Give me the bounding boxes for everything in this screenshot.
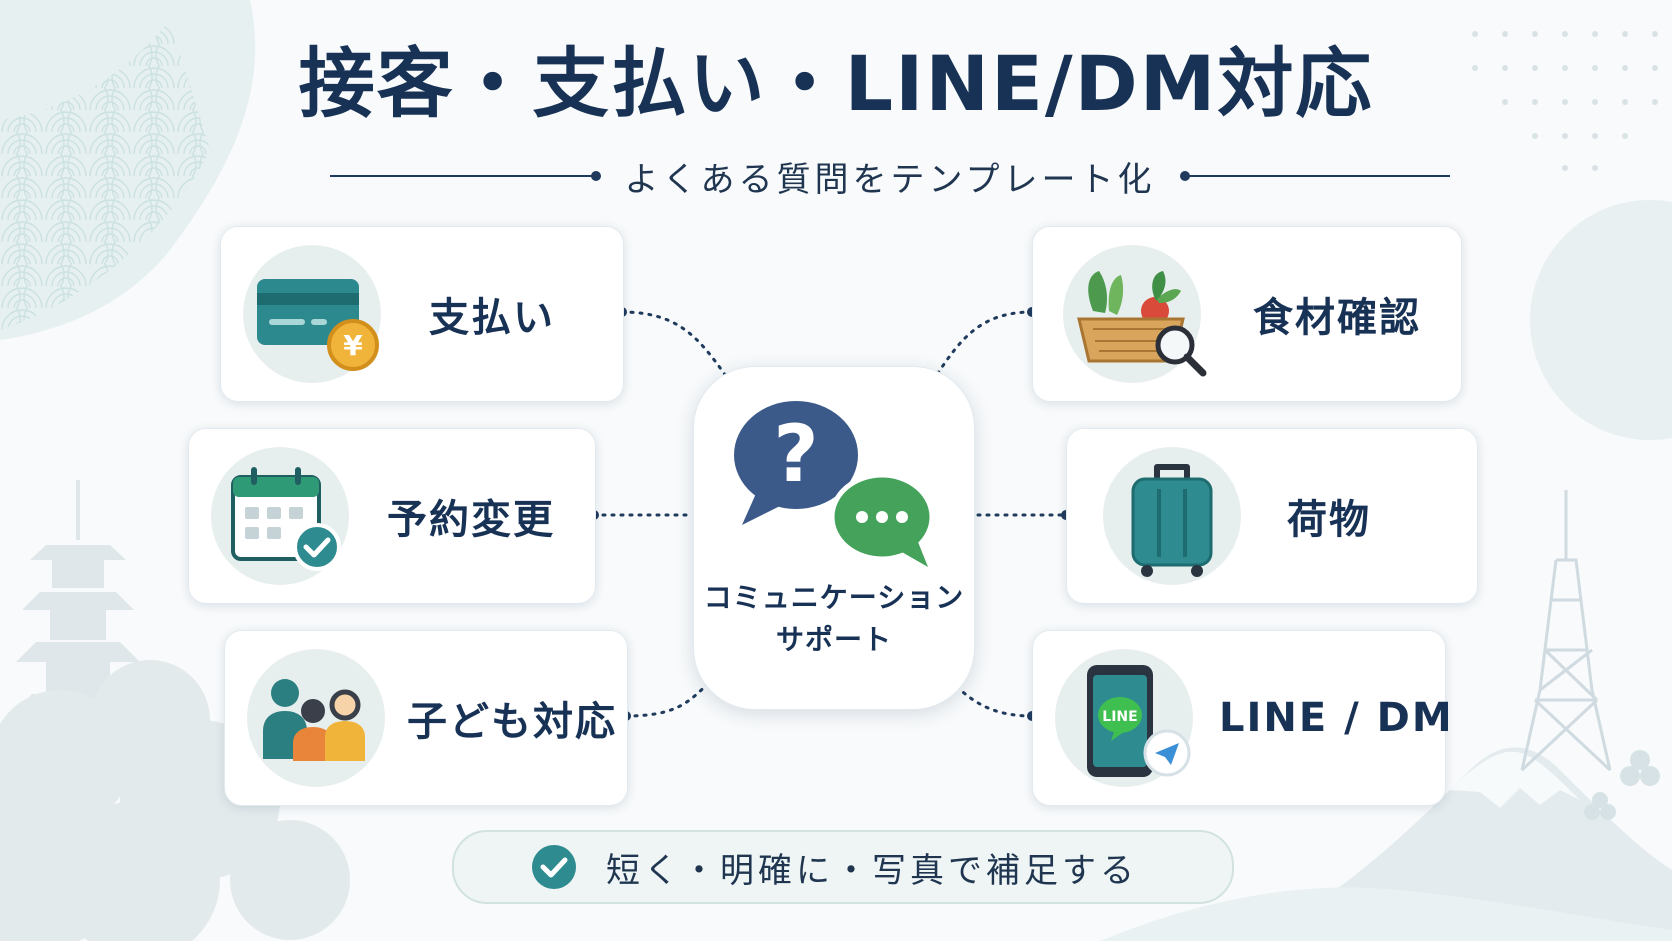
- hub-label: コミュニケーション サポート: [694, 577, 974, 661]
- card-payment: ¥ 支払い: [220, 226, 624, 402]
- sakura-flowers: [1584, 750, 1660, 820]
- subtitle-rule-left: [330, 171, 601, 181]
- tree-silhouette: [0, 660, 350, 941]
- footer-text: 短く・明確に・写真で補足する: [606, 850, 1138, 891]
- card-reservation-label: 予約変更: [387, 497, 555, 543]
- smartphone-line-icon: LINE: [1055, 649, 1193, 787]
- subtitle-row: よくある質問をテンプレート化: [330, 150, 1451, 202]
- card-ingredients-label: 食材確認: [1253, 295, 1421, 341]
- hub-label-line2: サポート: [775, 623, 892, 656]
- card-payment-label: 支払い: [429, 295, 555, 341]
- svg-text:¥: ¥: [343, 329, 363, 362]
- vegetable-basket-search-icon: [1063, 245, 1207, 383]
- hill-shape: [1100, 887, 1672, 941]
- connector-payment: [620, 310, 728, 378]
- tower-silhouette: [1520, 490, 1612, 772]
- connector-ingredients: [934, 310, 1034, 378]
- card-line-dm: LINE LINE / DM: [1032, 630, 1452, 806]
- suitcase-icon: [1103, 447, 1241, 585]
- card-reservation: 予約変更: [188, 428, 596, 604]
- credit-card-yen-icon: ¥: [243, 245, 381, 383]
- hub-communication-support: ? コミュニケーション サポート: [693, 366, 975, 710]
- svg-text:?: ?: [773, 410, 818, 500]
- footer-tip: 短く・明確に・写真で補足する: [452, 830, 1234, 904]
- card-ingredients: 食材確認: [1032, 226, 1462, 402]
- check-circle-icon: [532, 845, 576, 889]
- family-icon: [247, 649, 385, 787]
- mountain-snowcap: [1450, 751, 1580, 808]
- card-luggage-label: 荷物: [1287, 497, 1371, 543]
- subtitle: よくある質問をテンプレート化: [624, 159, 1156, 200]
- card-children-label: 子ども対応: [407, 699, 617, 745]
- hub-label-line1: コミュニケーション: [703, 581, 965, 614]
- connector-children: [624, 678, 714, 718]
- background-circle: [1530, 200, 1672, 440]
- calendar-check-icon: [211, 447, 349, 585]
- speech-bubbles-icon: ?: [734, 401, 935, 567]
- card-luggage: 荷物: [1066, 428, 1478, 604]
- seigaiha-pattern: [0, 20, 210, 330]
- subtitle-rule-right: [1179, 171, 1451, 181]
- card-children: 子ども対応: [224, 630, 628, 806]
- dot-grid: [1472, 31, 1658, 171]
- card-line-dm-label: LINE / DM: [1219, 695, 1454, 741]
- line-badge-text: LINE: [1102, 709, 1137, 725]
- page-title: 接客・支払い・LINE/DM対応: [298, 39, 1374, 128]
